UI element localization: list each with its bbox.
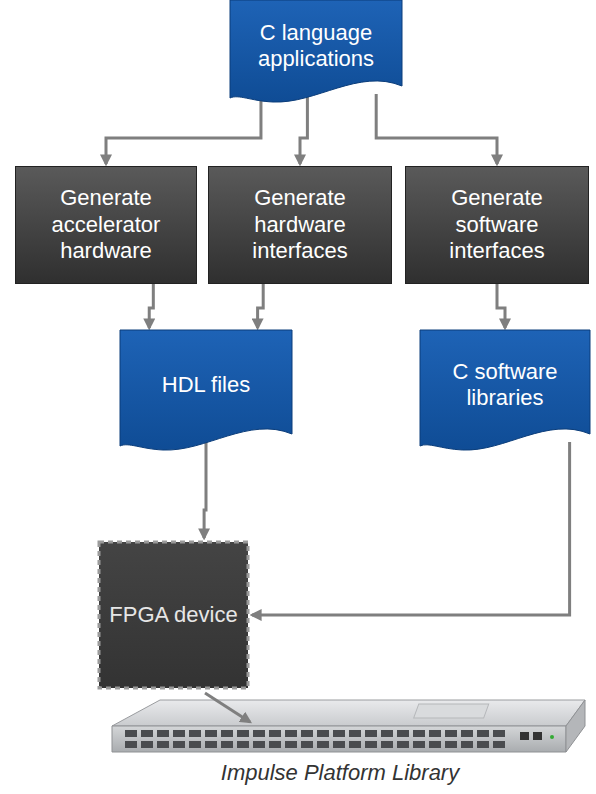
pointer-arrow [205,693,250,722]
node-text: Generate software interfaces [415,185,579,264]
document-shape: HDL files [120,330,292,456]
process-box: Generate software interfaces [405,166,589,284]
node-label: FPGA device [99,602,247,628]
node-text: FPGA device [109,602,237,628]
connector-arrow [300,94,307,164]
connector-arrow [258,284,264,328]
node-label: Generate accelerator hardware [15,185,197,264]
connector-arrow [497,284,505,328]
connector-arrow [204,442,206,538]
caption: Impulse Platform Library [221,760,459,786]
process-box: Generate accelerator hardware [15,166,197,284]
node-text: HDL files [162,372,250,398]
network-switch [112,700,585,752]
node-label: C language applications [230,20,402,73]
node-text: C language applications [240,20,392,73]
node-label: Generate hardware interfaces [208,185,392,264]
connector-arrow [106,94,261,164]
connector-arrow [252,442,570,615]
node-text: Generate hardware interfaces [218,185,382,264]
node-label: HDL files [152,372,260,398]
document-shape: C language applications [230,0,402,108]
device-box: FPGA device [97,540,250,690]
connector-arrow [149,284,153,328]
process-box: Generate hardware interfaces [208,166,392,284]
node-label: C software libraries [420,359,590,412]
document-shape: C software libraries [420,330,590,456]
node-text: C software libraries [430,359,580,412]
node-label: Generate software interfaces [405,185,589,264]
node-text: Generate accelerator hardware [25,185,187,264]
connector-arrow [376,94,497,164]
switch-ports [125,730,505,748]
